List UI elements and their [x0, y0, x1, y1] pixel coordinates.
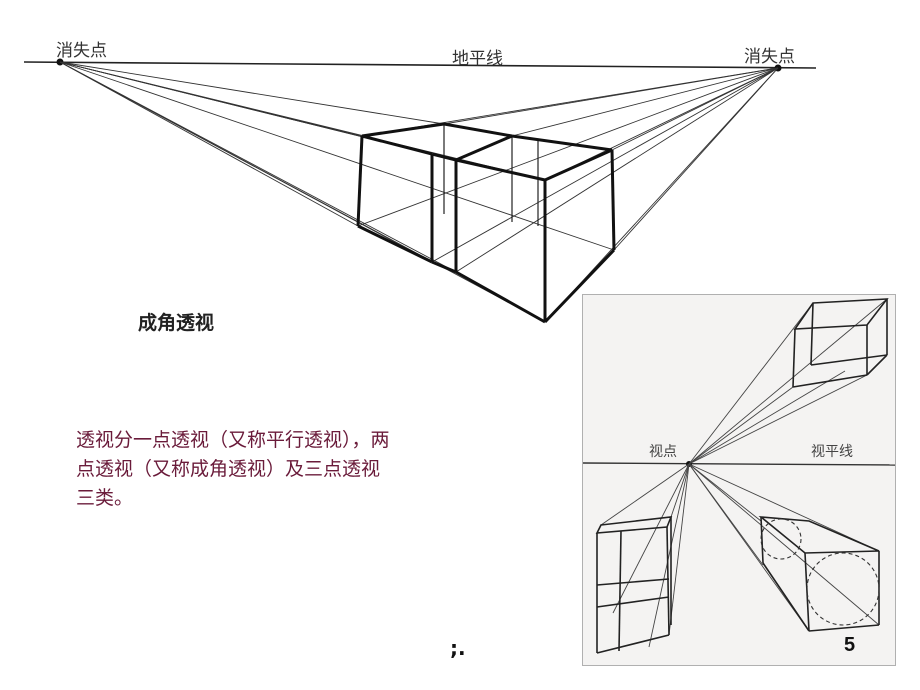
left-vanishing-point-label: 消失点: [56, 41, 107, 61]
box-two: [454, 134, 616, 324]
inset-lower-right-prism: [758, 515, 880, 632]
inset-perspective-diagram: 视点 视平线: [582, 294, 896, 666]
inset-upper-cube-lines: [688, 298, 888, 465]
box-one: [356, 122, 513, 274]
diagram-caption: 成角透视: [138, 312, 215, 334]
inset-drawing: [583, 298, 895, 654]
right-vanishing-point-label: 消失点: [744, 47, 795, 67]
inset-lower-left-lines: [600, 463, 690, 648]
horizon-line: [23, 61, 817, 69]
right-vp-construction-lines: [357, 67, 779, 323]
body-text: 透视分一点透视（又称平行透视），两点透视（又称成角透视）及三点透视三类。: [76, 429, 390, 509]
page-number: 5: [844, 634, 856, 656]
inset-lower-left-box: [595, 516, 673, 654]
footer-mark: ;.: [450, 636, 466, 660]
inset-horizon-label: 视平线: [811, 444, 853, 460]
inset-horizon-line: [583, 462, 895, 466]
inset-viewpoint-label: 视点: [649, 444, 677, 460]
left-vp-construction-lines: [59, 61, 615, 323]
inset-dashed-circles: [760, 518, 880, 626]
back-box: [443, 124, 539, 226]
inset-upper-cube: [792, 298, 889, 388]
horizon-line-label: 地平线: [452, 49, 503, 69]
inset-lower-right-lines: [688, 463, 880, 632]
